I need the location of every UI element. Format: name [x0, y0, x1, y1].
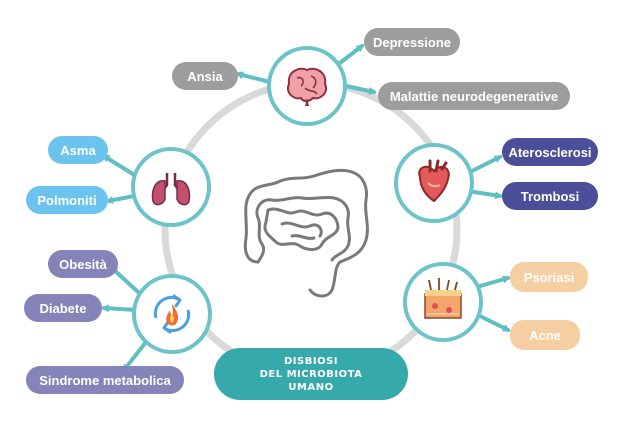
condition-malattie-neurodegenerative: Malattie neurodegenerative	[378, 82, 570, 110]
arrow-sindrome	[122, 340, 148, 373]
arrow-acne	[474, 312, 511, 332]
condition-psoriasi: Psoriasi	[510, 262, 588, 292]
condition-aterosclerosi: Aterosclerosi	[502, 138, 598, 166]
hub-lungs	[131, 147, 211, 227]
arrow-aterosclerosi	[468, 155, 503, 174]
arrow-obesita	[109, 265, 140, 294]
arrow-asma	[101, 154, 138, 178]
condition-ansia: Ansia	[172, 62, 238, 90]
center-badge: DISBIOSI DEL MICROBIOTA UMANO	[214, 348, 408, 400]
condition-asma: Asma	[48, 136, 108, 164]
arrow-depressione	[334, 44, 365, 68]
arrow-ansia	[235, 71, 272, 84]
skin-icon	[424, 278, 462, 319]
arrow-malattie	[344, 84, 377, 95]
arrow-trombosi	[472, 190, 503, 200]
brain-icon	[287, 67, 327, 106]
center-line-1: DISBIOSI	[284, 355, 338, 367]
center-line-3: UMANO	[288, 381, 334, 393]
condition-depressione: Depressione	[364, 28, 460, 56]
connector-arrows	[101, 44, 511, 373]
condition-trombosi: Trombosi	[502, 182, 598, 210]
condition-sindrome-metabolica: Sindrome metabolica	[26, 366, 184, 394]
heart-icon	[418, 159, 450, 203]
arrow-psoriasi	[478, 275, 511, 288]
arrow-diabete	[101, 304, 138, 313]
condition-polmoniti: Polmoniti	[26, 186, 108, 214]
lungs-icon	[151, 173, 191, 206]
center-line-2: DEL MICROBIOTA	[259, 368, 363, 380]
condition-obesita: Obesità	[48, 250, 118, 278]
intestine-icon	[243, 168, 369, 298]
condition-diabete: Diabete	[24, 294, 102, 322]
condition-acne: Acne	[510, 320, 580, 350]
metabolism-fire-icon	[153, 294, 191, 334]
arrow-polmoniti	[105, 194, 136, 204]
